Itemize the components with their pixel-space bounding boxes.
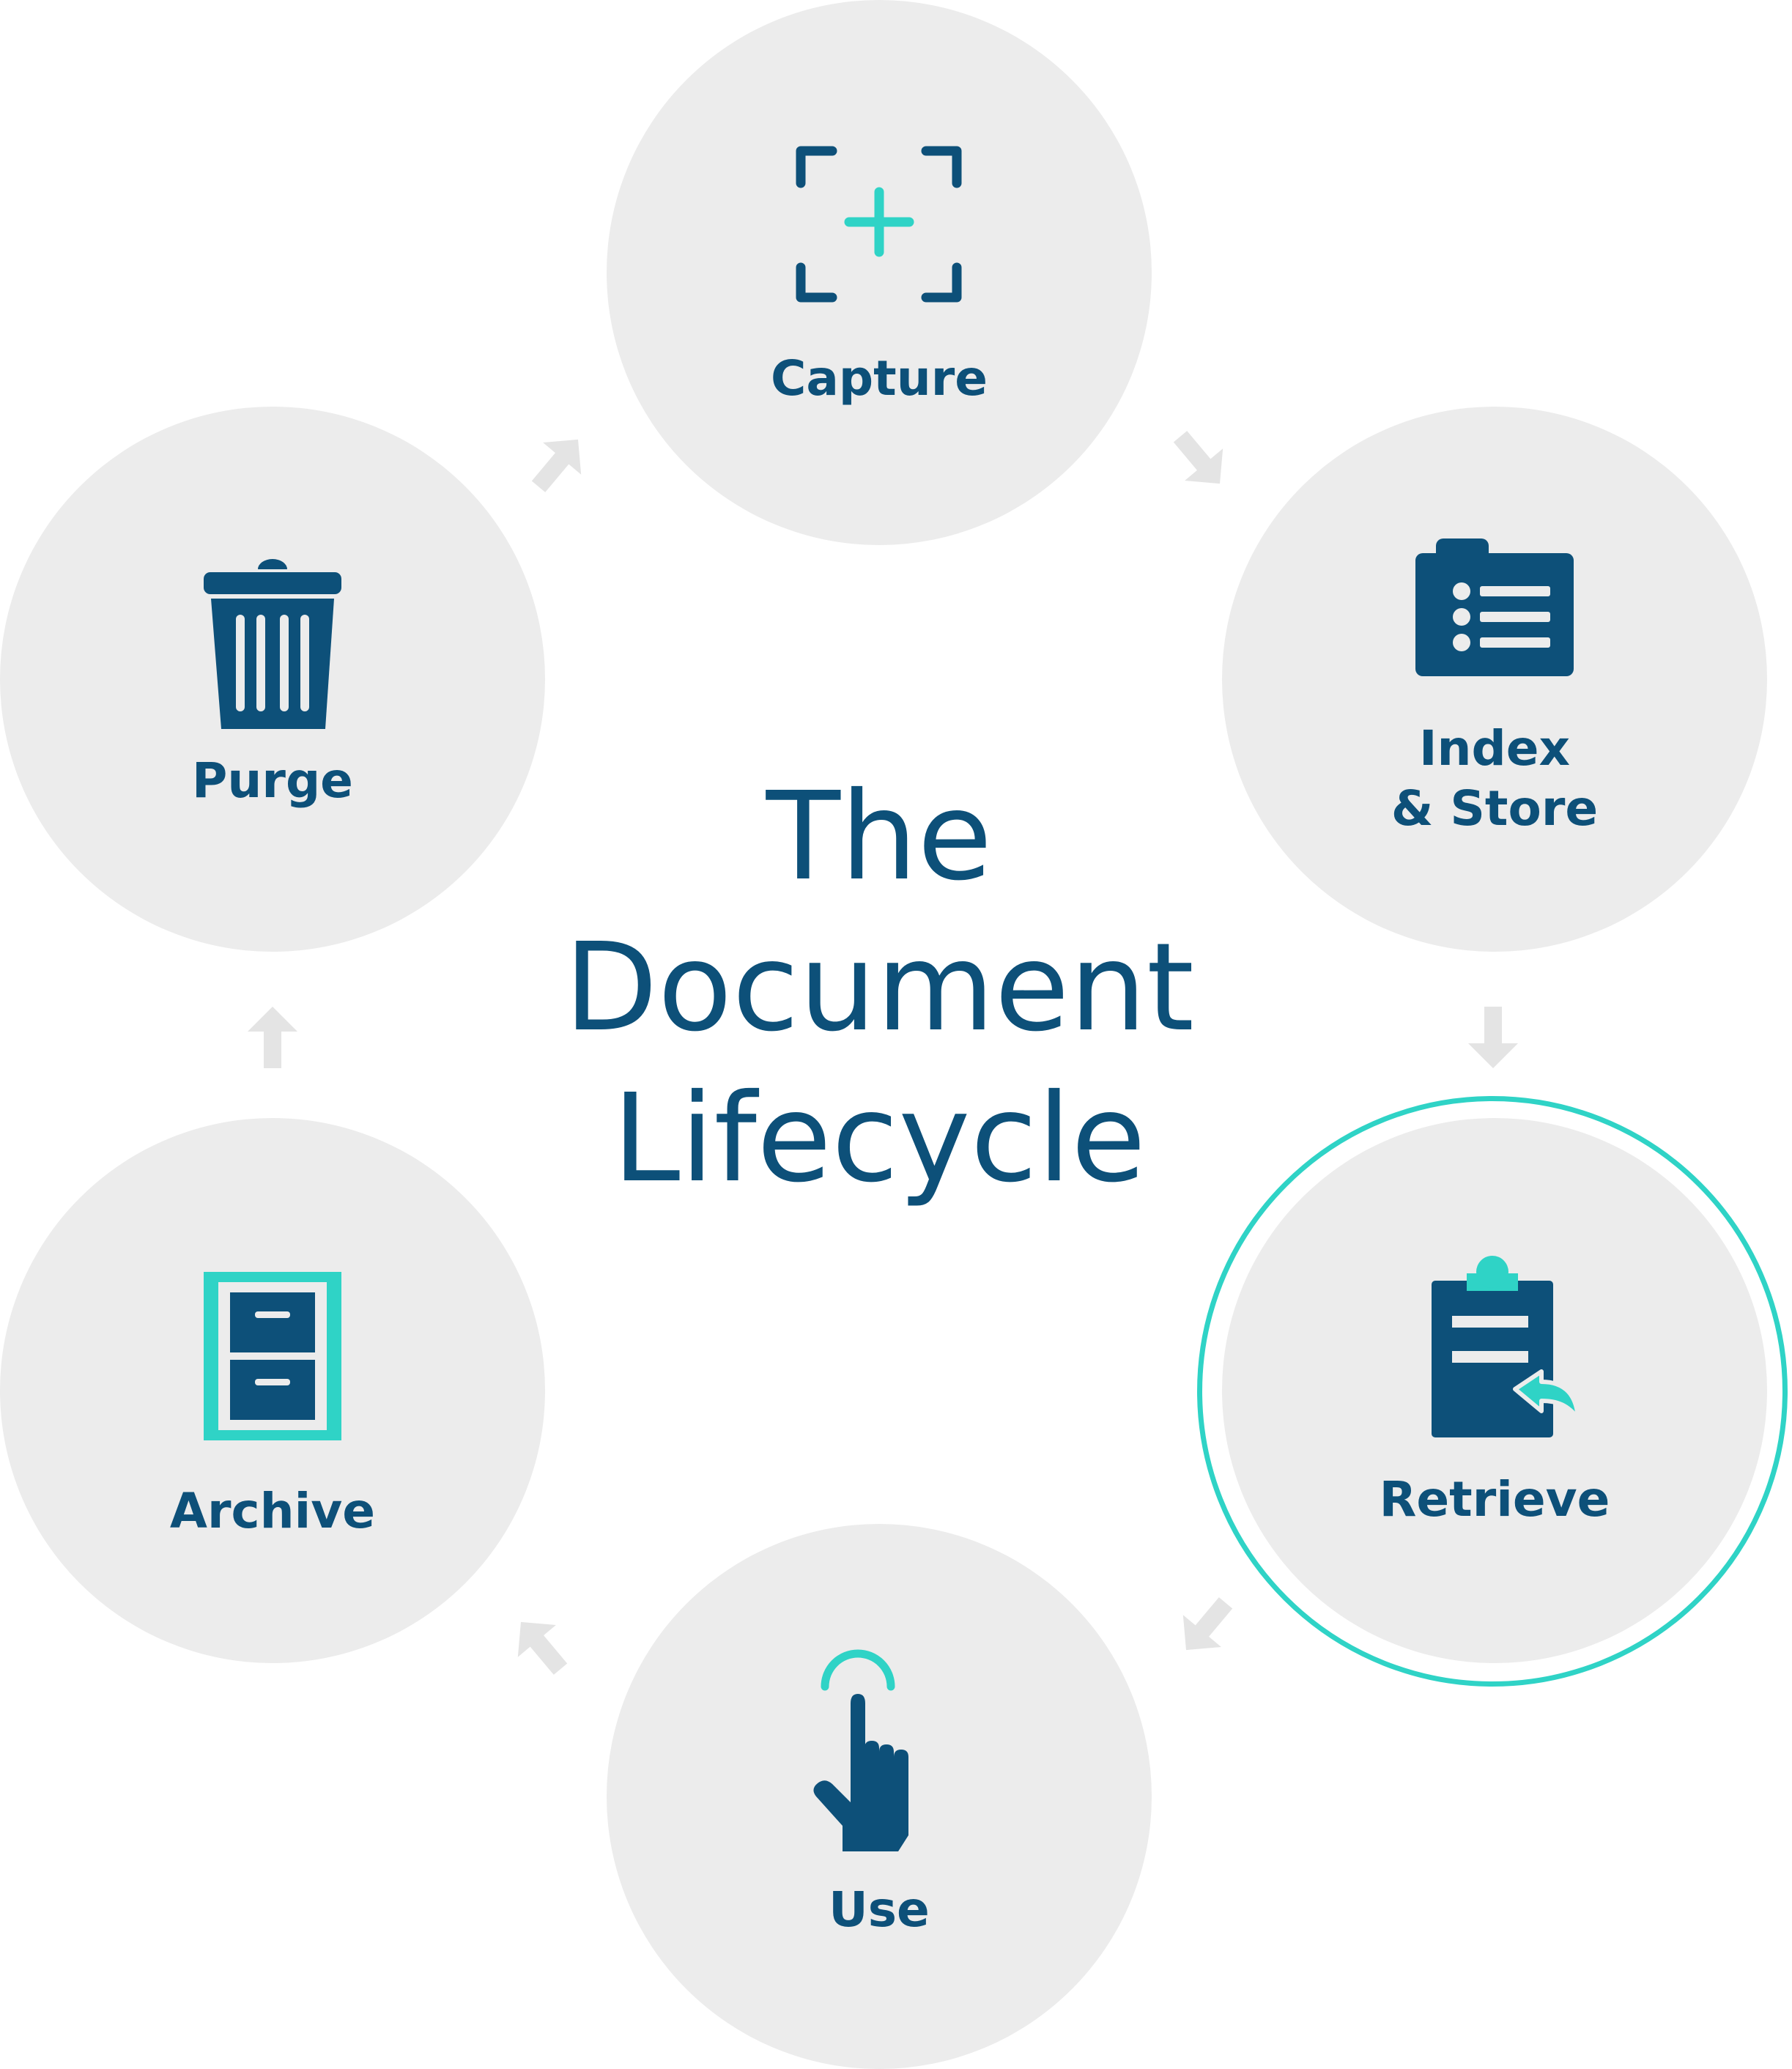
arrow-capture-to-index-icon <box>1173 431 1223 484</box>
trash-can-icon <box>204 559 341 729</box>
stage-label: Archive <box>169 1483 376 1539</box>
stage-purge: Purge <box>0 407 545 952</box>
filing-cabinet-icon <box>204 1272 341 1440</box>
stage-use: Use <box>607 1524 1152 2069</box>
clipboard-return-icon <box>1432 1256 1580 1437</box>
stage-label: Index & Store <box>1391 720 1599 837</box>
stage-retrieve: Retrieve <box>1222 1118 1767 1663</box>
stage-index-store: Index & Store <box>1222 407 1767 952</box>
capture-frame-icon <box>796 146 962 303</box>
arrow-archive-to-purge-icon <box>248 1007 297 1068</box>
stage-label: Retrieve <box>1379 1471 1610 1528</box>
highlight-ring <box>1197 1096 1788 1687</box>
title-line: The <box>766 766 993 908</box>
stage-label: Purge <box>192 752 353 809</box>
pointing-hand-icon <box>813 1649 908 1851</box>
stage-label: Capture <box>770 350 988 407</box>
arrow-retrieve-to-use-icon <box>1182 1597 1233 1651</box>
diagram-title: The Document Lifecycle <box>440 762 1319 1215</box>
arrow-purge-to-capture-icon <box>531 439 582 492</box>
stage-capture: Capture <box>607 0 1152 545</box>
title-line: Document <box>564 917 1194 1059</box>
stage-label: Use <box>829 1881 930 1938</box>
arrow-use-to-archive-icon <box>517 1621 568 1675</box>
title-line: Lifecycle <box>612 1068 1147 1210</box>
stage-archive: Archive <box>0 1118 545 1663</box>
index-card-icon <box>1415 538 1574 676</box>
arrow-index-to-retrieve-icon <box>1468 1007 1518 1068</box>
